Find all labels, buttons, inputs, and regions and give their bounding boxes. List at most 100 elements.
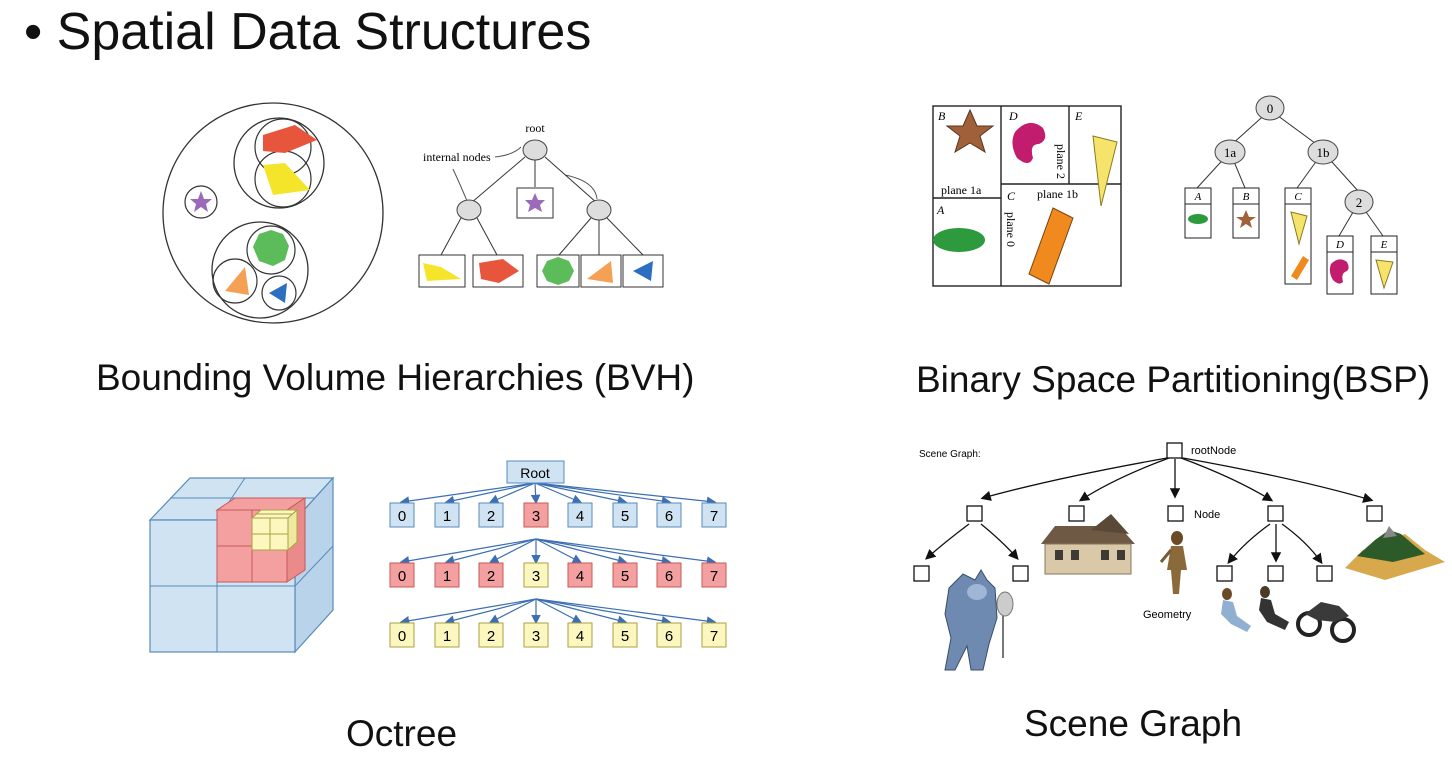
octree-cube — [148, 476, 335, 654]
bsp-leaf-b: B — [1243, 191, 1250, 203]
octree-node-label: 0 — [398, 628, 406, 645]
octree-edge — [399, 598, 537, 626]
octree-node-label: 3 — [532, 508, 540, 525]
octree-edge — [535, 538, 672, 566]
octree-node-box — [434, 562, 460, 588]
octree-node-label: 1 — [443, 628, 451, 645]
octree-node-box — [523, 562, 549, 588]
octree-edge — [488, 538, 537, 564]
octree-node-box — [434, 502, 460, 528]
bsp-node-0: 0 — [1267, 101, 1274, 116]
octree-node-box — [478, 562, 504, 588]
house-model — [1041, 514, 1135, 575]
octree-edge — [399, 482, 536, 506]
bsp-caption: Binary Space Partitioning(BSP) — [916, 359, 1431, 400]
octree-node-box — [478, 502, 504, 528]
bsp-diagram: B D E A C plane 1a plane 2 plane 1b plan… — [932, 95, 1398, 295]
octree-edge — [534, 482, 583, 504]
octree-node-box — [523, 502, 549, 528]
octree-edge — [535, 598, 672, 626]
octree-node-box — [389, 562, 415, 588]
octree-node-box — [701, 502, 727, 528]
scene-geometry-label: Geometry — [1143, 609, 1192, 621]
bsp-region-b: B — [938, 109, 946, 123]
octree-node-box — [612, 562, 638, 588]
bsp-leaf-d: D — [1335, 239, 1344, 251]
octree-node-label: 2 — [487, 508, 495, 525]
octree-node-label: 5 — [621, 568, 629, 585]
bvh-internal-label: internal nodes — [423, 150, 491, 164]
bsp-plane-0: plane 0 — [1004, 212, 1018, 247]
scene-root-label: rootNode — [1191, 445, 1236, 457]
bvh-root-label: root — [525, 121, 545, 135]
octree-root-label: Root — [520, 465, 550, 481]
bvh-diagram: root internal nodes — [162, 102, 664, 324]
knight-model — [944, 569, 1014, 671]
scene-graph-caption: Scene Graph — [1024, 703, 1243, 744]
octree-node-label: 4 — [576, 568, 584, 585]
bsp-node-2: 2 — [1356, 195, 1363, 210]
octree-edge — [534, 482, 672, 506]
bsp-region-c: C — [1007, 189, 1016, 203]
octree-node-label: 3 — [532, 628, 540, 645]
motorcycle-model — [1296, 602, 1356, 643]
octree-edge — [488, 482, 536, 504]
octree-node-label: 1 — [443, 508, 451, 525]
octree-edge — [535, 538, 583, 564]
scene-node-label: Node — [1194, 509, 1220, 521]
bsp-region-e: E — [1074, 109, 1083, 123]
octree-edge — [535, 598, 628, 625]
octree-edge — [444, 482, 536, 506]
octree-node-label: 0 — [398, 568, 406, 585]
terrain-model — [1345, 526, 1445, 580]
octree-node-box — [523, 622, 549, 648]
bsp-leaf-a: A — [1194, 191, 1202, 203]
octree-edge — [535, 598, 583, 624]
bsp-plane-2: plane 2 — [1054, 144, 1068, 179]
bsp-plane-1b: plane 1b — [1037, 187, 1078, 201]
octree-node-label: 2 — [487, 568, 495, 585]
octree-node-box — [701, 622, 727, 648]
octree-node-label: 4 — [576, 508, 584, 525]
octree-node-label: 6 — [665, 628, 673, 645]
octree-edge — [534, 482, 628, 506]
octree-node-box — [612, 622, 638, 648]
bsp-leaf-e: E — [1380, 239, 1388, 251]
bsp-node-1b: 1b — [1317, 145, 1330, 160]
bsp-region-a: A — [936, 203, 945, 217]
octree-edge — [535, 538, 628, 565]
octree-node-box — [656, 562, 682, 588]
octree-edge — [488, 598, 537, 624]
woman-model — [1159, 531, 1187, 594]
octree-node-box — [478, 622, 504, 648]
octree-node-box — [567, 562, 593, 588]
octree-node-box — [434, 622, 460, 648]
octree-node-label: 5 — [621, 628, 629, 645]
octree-node-box — [612, 502, 638, 528]
octree-edge — [444, 598, 537, 625]
octree-node-label: 6 — [665, 508, 673, 525]
octree-node-label: 2 — [487, 628, 495, 645]
scene-graph-heading: Scene Graph: — [919, 449, 981, 460]
bsp-leaf-c: C — [1294, 191, 1302, 203]
octree-node-label: 7 — [710, 628, 718, 645]
octree-node-box — [389, 502, 415, 528]
octree-node-label: 4 — [576, 628, 584, 645]
octree-edge — [535, 598, 717, 626]
octree-edge — [444, 538, 537, 565]
octree-node-label: 7 — [710, 568, 718, 585]
octree-edge — [535, 538, 717, 566]
octree-caption: Octree — [346, 713, 458, 754]
octree-node-label: 7 — [710, 508, 718, 525]
octree-node-box — [656, 622, 682, 648]
octree-edge — [534, 482, 717, 507]
octree-node-box — [389, 622, 415, 648]
scene-graph-diagram: Scene Graph: rootNode Node Geometry — [913, 442, 1445, 671]
bsp-node-1a: 1a — [1224, 145, 1237, 160]
octree-node-label: 1 — [443, 568, 451, 585]
bsp-plane-1a: plane 1a — [941, 183, 982, 197]
octree-node-box — [656, 502, 682, 528]
octree-node-box — [567, 622, 593, 648]
slide-title: • Spatial Data Structures — [24, 3, 592, 61]
